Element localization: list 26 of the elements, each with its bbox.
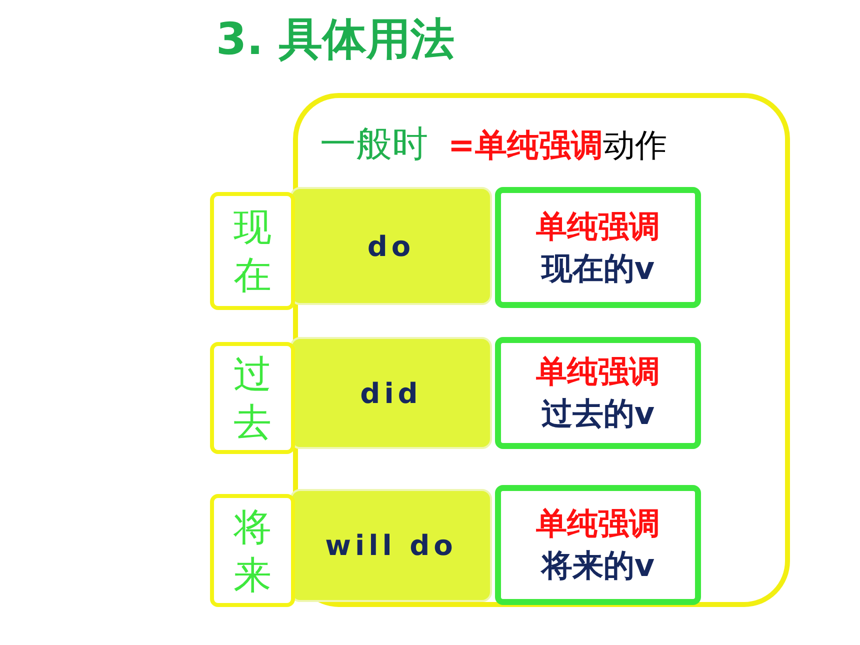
verb-box [290,337,492,449]
tense-label: 过去 [232,351,272,446]
heading: 一般时 [320,123,428,167]
heading-text: =单纯强调 [448,125,603,166]
heading-text: 动作 [602,125,667,166]
emphasis-text: 单纯强调 [536,505,660,544]
verb-text: will do [325,529,457,562]
tense-label: 将来 [232,504,272,598]
emphasis-text: 单纯强调 [536,208,660,246]
verb-box [290,489,492,602]
tense-label: 现在 [232,204,272,299]
meaning-box [495,187,701,308]
verb-text: did [360,376,422,410]
verb-box [290,187,492,305]
meaning-text: 过去的v [541,395,655,434]
tense-label-box [210,192,295,310]
meaning-text: 将来的v [541,547,655,586]
rounded-frame [293,93,790,607]
emphasis-text: 单纯强调 [536,353,660,392]
meaning-box [495,485,701,605]
meaning-text: 现在的v [541,250,655,288]
verb-text: do [367,230,415,262]
tense-label-box [210,494,295,607]
title: 3. 具体用法 [216,13,455,67]
meaning-box [495,337,701,449]
tense-label-box [210,342,295,454]
